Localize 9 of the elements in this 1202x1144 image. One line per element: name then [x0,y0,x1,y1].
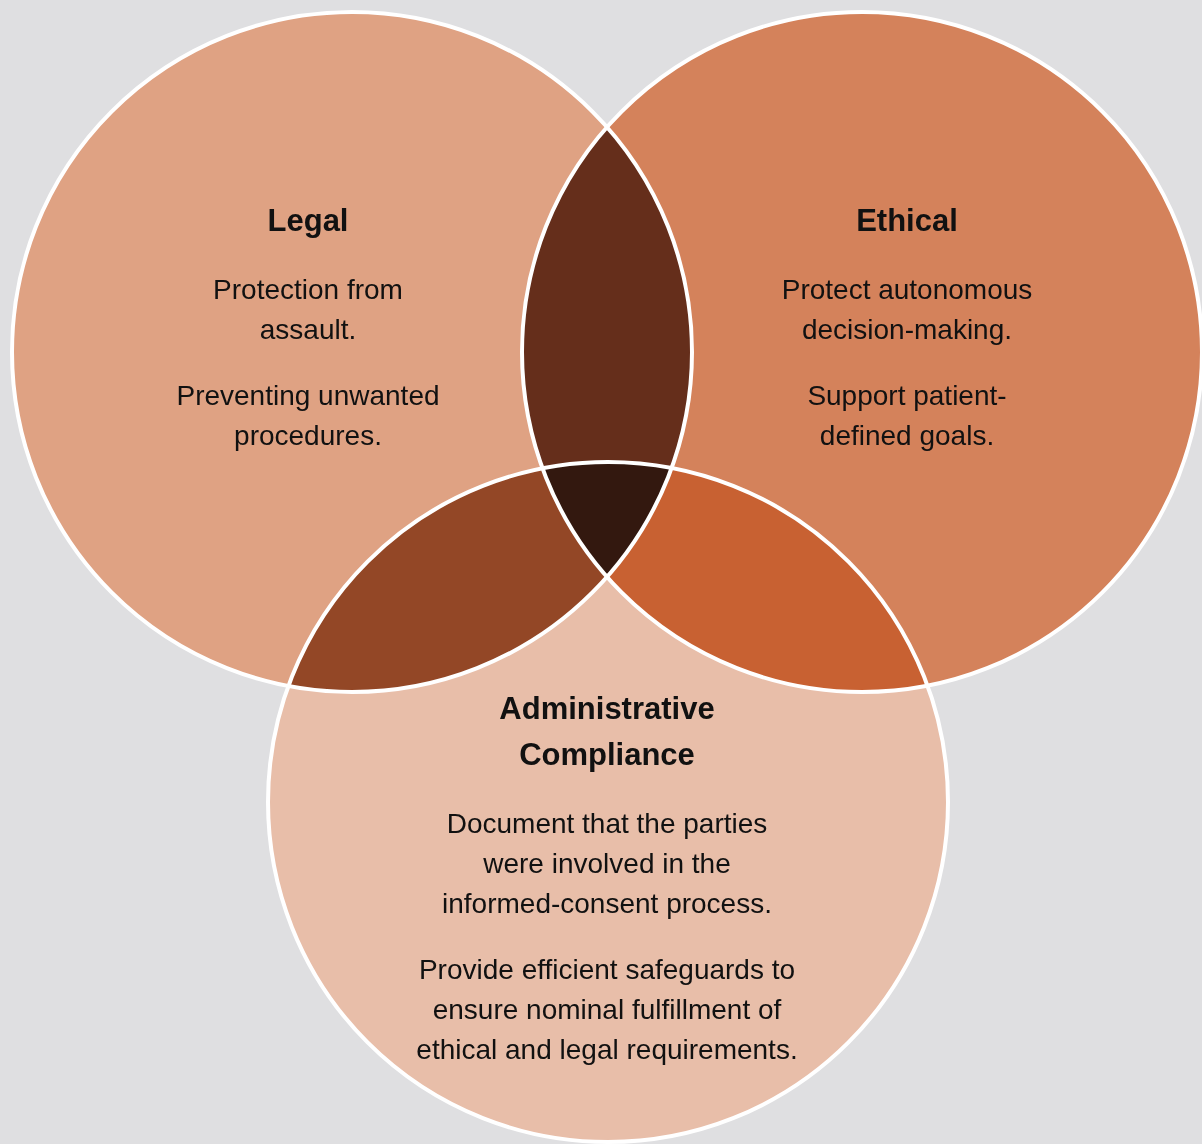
circle-text: Support patient-defined goals. [806,379,1008,453]
circle-text: Provide efficient safeguards to ensure nominal fulfillment of ethical and legal requirements. [415,953,799,1067]
circle-heading: Legal [266,202,350,240]
circle-heading: Administrative Compliance [498,690,716,774]
circle-heading: Ethical [855,202,959,240]
circle-text: Protect autonomous decision-making. [780,273,1034,347]
circle-text: Protection from assault. [212,273,404,347]
circle-text: Preventing unwanted procedures. [175,379,441,453]
circle-text: Document that the parties were involved in the informed-consent process. [441,807,773,921]
